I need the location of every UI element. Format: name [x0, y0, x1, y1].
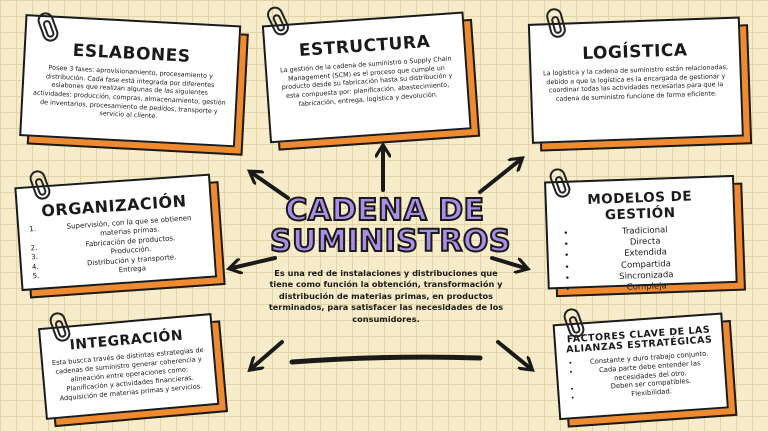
- organizacion-list: 1.Supervisión, con la que se obtienen ma…: [23, 213, 211, 282]
- arrow-to-organizacion: [232, 256, 277, 268]
- logistica-title: LOGÍSTICA: [581, 40, 688, 65]
- arrow-to-integracion: [252, 340, 284, 368]
- modelos-list: •Tradicional •Directa •Extendida •Compar…: [552, 223, 732, 296]
- center-title: CADENA DE SUMINISTROS: [269, 193, 512, 259]
- brush-underline: [289, 354, 483, 365]
- factores-list: •Constante y duro trabajo conjunto. •Cad…: [561, 349, 722, 404]
- arrow-to-modelos: [490, 256, 525, 268]
- card-modelos: MODELOS DE GESTIÓN •Tradicional •Directa…: [544, 174, 748, 298]
- card-estructura: ESTRUCTURA La gestión de la cadena de su…: [261, 11, 482, 151]
- center-title-line1: CADENA DE: [284, 193, 485, 228]
- integracion-text: Esta buscca través de distintas estrateg…: [51, 345, 204, 403]
- center-title-line2: SUMINISTROS: [269, 224, 512, 259]
- estructura-text: La gestión de la cadena de suministro o …: [279, 54, 453, 108]
- arrow-to-logistica: [478, 160, 520, 194]
- arrow-to-eslabones: [252, 173, 290, 200]
- modelos-title: MODELOS DE GESTIÓN: [587, 188, 693, 224]
- center-description: Es una red de instalaciones y distribuci…: [268, 268, 504, 324]
- arrow-to-factores: [496, 340, 530, 368]
- logistica-text: La logística y la cadena de suministro e…: [542, 62, 729, 103]
- eslabones-text: Posee 3 fases: aprovisionamiento, proces…: [32, 63, 226, 121]
